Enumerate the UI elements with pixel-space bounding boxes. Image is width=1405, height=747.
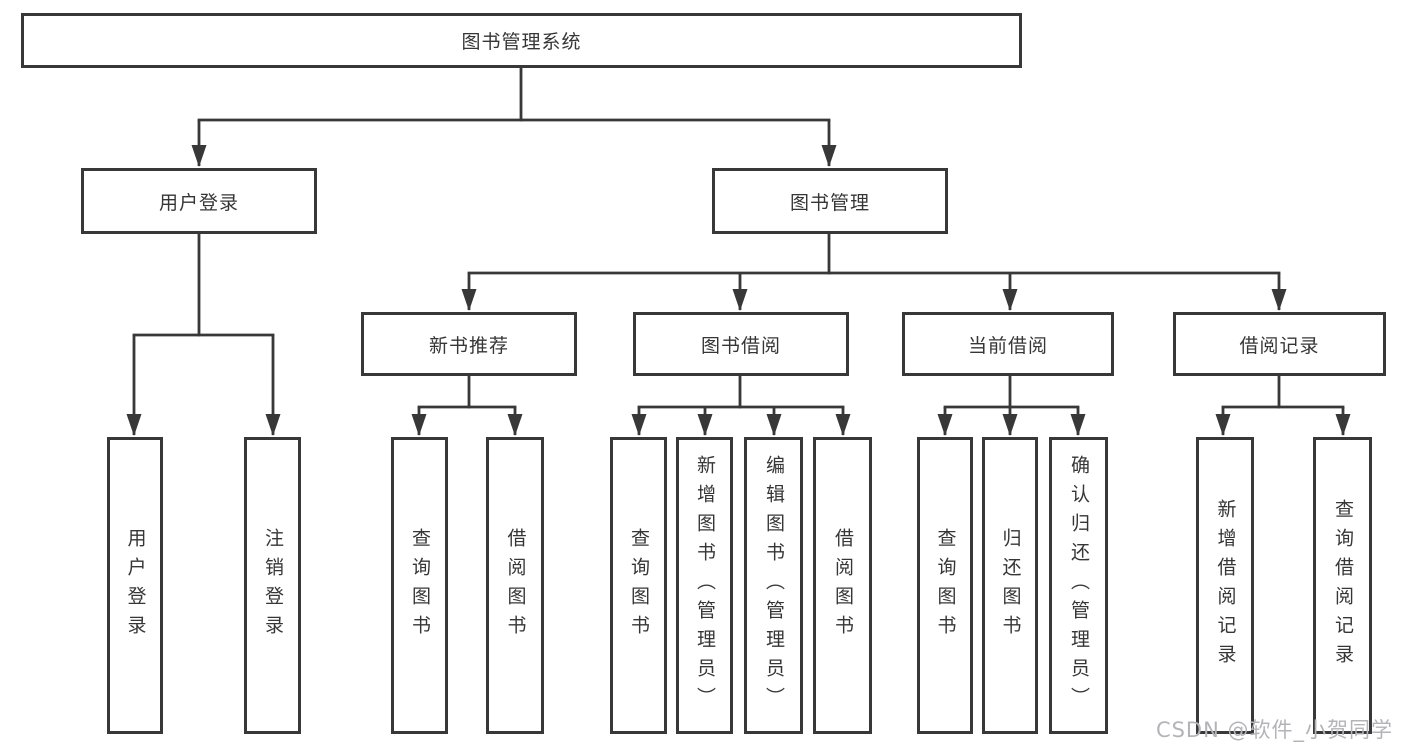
leaf-query-books-current: 查询图书 bbox=[917, 437, 973, 734]
node-book-borrow: 图书借阅 bbox=[633, 312, 849, 376]
leaf-confirm-return-admin: 确认归还（管理员） bbox=[1049, 437, 1108, 734]
node-current-borrow: 当前借阅 bbox=[902, 312, 1114, 376]
leaf-borrow-books-recommend: 借阅图书 bbox=[486, 437, 544, 734]
leaf-add-books-admin: 新增图书（管理员） bbox=[676, 437, 733, 734]
leaf-borrow-books: 借阅图书 bbox=[813, 437, 872, 734]
leaf-query-books-recommend: 查询图书 bbox=[391, 437, 448, 734]
leaf-query-books-borrow-label: 查询图书 bbox=[628, 527, 650, 644]
leaf-logout-label: 注销登录 bbox=[262, 527, 284, 644]
leaf-confirm-return-admin-label: 确认归还（管理员） bbox=[1068, 455, 1090, 716]
leaf-query-borrow-record: 查询借阅记录 bbox=[1313, 437, 1372, 734]
leaf-borrow-books-recommend-label: 借阅图书 bbox=[504, 527, 527, 644]
leaf-add-books-admin-label: 新增图书（管理员） bbox=[694, 455, 716, 716]
leaf-edit-books-admin-label: 编辑图书（管理员） bbox=[763, 455, 785, 716]
leaf-return-books-label: 归还图书 bbox=[999, 527, 1022, 644]
leaf-add-borrow-record: 新增借阅记录 bbox=[1196, 437, 1254, 734]
node-new-book-recommend: 新书推荐 bbox=[361, 312, 577, 376]
node-borrow-records: 借阅记录 bbox=[1173, 312, 1386, 376]
leaf-user-login-label: 用户登录 bbox=[124, 527, 147, 644]
leaf-edit-books-admin: 编辑图书（管理员） bbox=[744, 437, 803, 734]
leaf-add-borrow-record-label: 新增借阅记录 bbox=[1214, 498, 1237, 673]
leaf-query-books-borrow: 查询图书 bbox=[610, 437, 667, 734]
leaf-borrow-books-label: 借阅图书 bbox=[832, 527, 854, 644]
node-user-login: 用户登录 bbox=[81, 168, 317, 234]
node-book-management: 图书管理 bbox=[712, 168, 948, 234]
leaf-return-books: 归还图书 bbox=[982, 437, 1038, 734]
leaf-logout: 注销登录 bbox=[244, 437, 301, 734]
csdn-watermark: CSDN @软件_小贺同学 bbox=[1155, 718, 1393, 742]
leaf-query-borrow-record-label: 查询借阅记录 bbox=[1332, 498, 1354, 673]
node-library-management-system: 图书管理系统 bbox=[21, 13, 1022, 68]
leaf-user-login: 用户登录 bbox=[107, 437, 163, 734]
leaf-query-books-current-label: 查询图书 bbox=[934, 527, 957, 644]
leaf-query-books-recommend-label: 查询图书 bbox=[409, 527, 431, 644]
